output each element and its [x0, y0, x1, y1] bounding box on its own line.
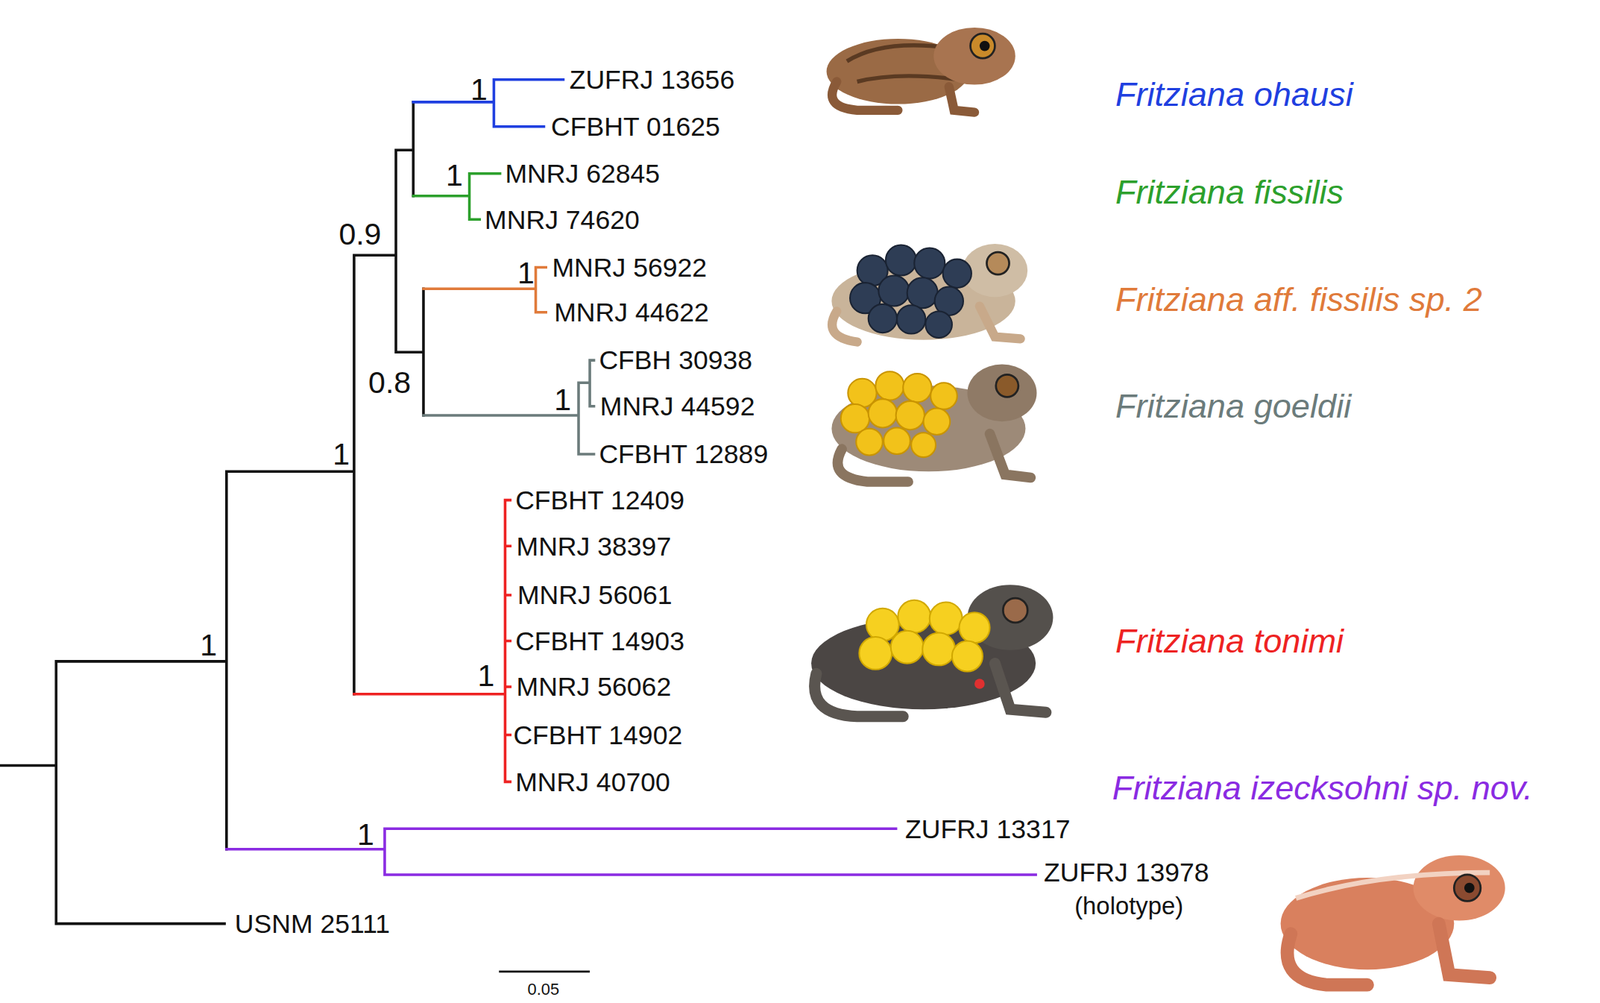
tip-label: CFBH 30938 — [598, 346, 753, 374]
tip-label: CFBHT 14903 — [515, 627, 685, 655]
scale-label: 0.05 — [527, 981, 560, 999]
holotype-note: (holotype) — [1074, 893, 1184, 919]
egg-clutch — [858, 600, 990, 672]
frog-legs — [832, 81, 975, 112]
tip-label: MNRJ 56061 — [517, 581, 673, 609]
frog-head — [933, 27, 1015, 85]
tip-label: USNM 25111 — [234, 910, 390, 938]
frog-legs — [814, 663, 1047, 717]
tip-label: CFBHT 14902 — [512, 721, 683, 749]
support-value: 1 — [553, 384, 572, 416]
frog-head — [967, 364, 1037, 422]
frog-eye — [970, 33, 996, 59]
frog-eye — [1002, 597, 1028, 623]
frog-legs — [832, 306, 1021, 343]
species-name: Fritziana fissilis — [1115, 175, 1344, 209]
tip-label: ZUFRJ 13317 — [905, 815, 1071, 843]
tip-label: MNRJ 74620 — [484, 205, 640, 233]
tip-label: ZUFRJ 13978 — [1043, 858, 1210, 886]
tip-label: MNRJ 40700 — [515, 768, 671, 796]
branch-tonimi — [354, 500, 510, 783]
frog-pupil — [1464, 882, 1475, 894]
frog-head — [1413, 855, 1506, 921]
branch-ohausi — [413, 79, 563, 127]
frog-legs — [838, 433, 1032, 482]
frog-ohausi — [826, 27, 1016, 113]
frog-goeldii — [831, 364, 1037, 482]
tip-label: CFBHT 12409 — [515, 486, 685, 514]
frog-legs — [1287, 923, 1491, 985]
egg-clutch — [849, 244, 972, 338]
species-name: Fritziana tonimi — [1115, 624, 1344, 658]
frog-izecksohni — [1280, 855, 1506, 985]
support-value: 0.8 — [368, 367, 411, 399]
frog-eye — [996, 374, 1019, 397]
support-value: 1 — [470, 74, 488, 106]
tip-label: MNRJ 44592 — [600, 392, 756, 420]
species-name: Fritziana ohausi — [1115, 76, 1354, 111]
tip-label: CFBHT 01625 — [550, 113, 721, 141]
red-spot — [974, 678, 985, 689]
support-value: 1 — [477, 659, 496, 691]
support-value: 1 — [517, 257, 535, 289]
frog-eye — [1453, 874, 1481, 902]
species-name: Fritziana izecksohni sp. nov. — [1112, 770, 1533, 805]
branch-black — [0, 102, 424, 924]
frog-eye — [986, 252, 1009, 275]
support-value: 1 — [332, 439, 350, 470]
support-value: 0.9 — [338, 219, 381, 250]
tip-label: CFBHT 12889 — [598, 440, 768, 468]
frog-aff-fissilis — [831, 243, 1028, 342]
species-name: Fritziana aff. fissilis sp. 2 — [1115, 281, 1483, 316]
tip-label: MNRJ 44622 — [553, 298, 710, 326]
tip-label: MNRJ 38397 — [516, 532, 672, 560]
scale-bar — [500, 970, 590, 973]
tip-label: ZUFRJ 13656 — [569, 66, 736, 94]
support-value: 1 — [199, 629, 217, 660]
tree-branches — [0, 79, 1036, 972]
frog-head — [962, 243, 1029, 297]
species-name: Fritziana goeldii — [1115, 389, 1351, 423]
branch-goeldii — [423, 360, 595, 455]
support-value: 1 — [357, 819, 375, 850]
frog-tonimi — [811, 584, 1053, 717]
tip-label: MNRJ 62845 — [504, 160, 660, 188]
tip-label: MNRJ 56922 — [551, 254, 707, 282]
support-value: 1 — [445, 160, 464, 191]
frog-pupil — [979, 41, 991, 52]
egg-clutch — [841, 371, 958, 458]
tip-label: MNRJ 56062 — [516, 673, 672, 701]
